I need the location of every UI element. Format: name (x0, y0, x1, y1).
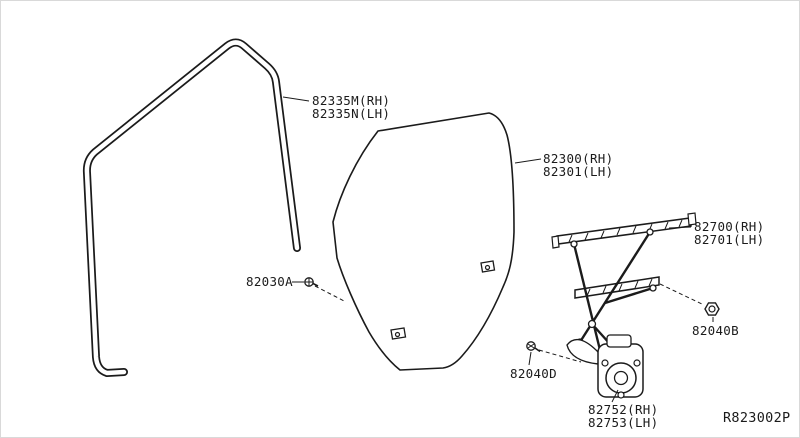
door-glass (332, 112, 515, 371)
label-bolt: 82040D (510, 366, 557, 381)
label-run-channel-rh: 82335M(RH) (312, 93, 390, 108)
regulator-motor (597, 334, 644, 399)
part-label-motor: 82752(RH) 82753(LH) (588, 402, 658, 430)
label-motor-lh: 82753(LH) (588, 415, 658, 430)
window-regulator (551, 212, 697, 399)
label-motor-rh: 82752(RH) (588, 402, 658, 417)
label-glass-lh: 82301(LH) (543, 164, 613, 179)
label-glass-rh: 82300(RH) (543, 151, 613, 166)
leader-regulator (668, 226, 692, 229)
leader-lines (282, 96, 714, 403)
leader-glass (514, 158, 542, 164)
dash-rail-to-nut (659, 283, 705, 306)
part-label-run-channel: 82335M(RH) 82335N(LH) (312, 93, 390, 121)
label-nut: 82040B (692, 323, 739, 338)
leader-motor (611, 389, 619, 403)
diagram-ref-code: R823002P (723, 410, 790, 426)
glass-clip-bottom (390, 327, 407, 340)
regulator-upper-rail (551, 212, 697, 249)
bolt-82040d-icon (526, 341, 541, 353)
part-label-glass: 82300(RH) 82301(LH) (543, 151, 613, 179)
nut-82040b-icon (704, 302, 720, 316)
dash-bolt-to-motor (538, 349, 582, 363)
part-label-regulator: 82700(RH) 82701(LH) (694, 219, 764, 247)
leader-bolt (528, 351, 532, 366)
regulator-sector-plate (566, 338, 600, 365)
glass-run-channel (82, 38, 301, 377)
label-run-channel-lh: 82335N(LH) (312, 106, 390, 121)
glass-clip-side (480, 260, 496, 273)
leader-run-channel (282, 96, 310, 102)
screw-82030a-icon (304, 277, 319, 287)
label-screw: 82030A (246, 274, 293, 289)
dash-screw-to-glass (314, 285, 347, 303)
label-regulator-lh: 82701(LH) (694, 232, 764, 247)
label-regulator-rh: 82700(RH) (694, 219, 764, 234)
alignment-dashed-lines (314, 283, 705, 363)
regulator-lower-rail (574, 276, 660, 299)
